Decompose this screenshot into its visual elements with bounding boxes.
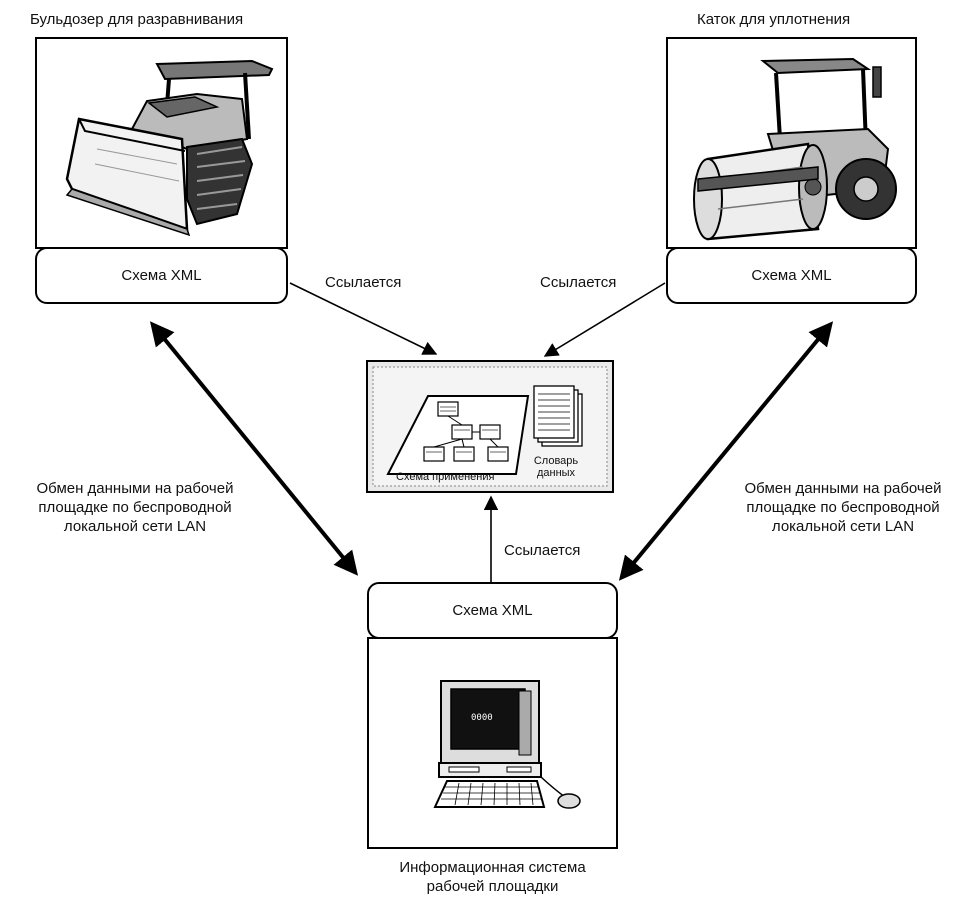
bulldozer-title: Бульдозер для разравнивания bbox=[30, 11, 244, 28]
roller-icon bbox=[693, 57, 897, 241]
roller-title: Каток для уплотнения bbox=[697, 11, 851, 28]
schema-illustration bbox=[372, 366, 608, 487]
exchange-right-line3: локальной сети LAN bbox=[771, 518, 915, 535]
ref-arrow-left bbox=[289, 282, 438, 355]
ref-label-left: Ссылается bbox=[325, 274, 402, 291]
site-system-caption-line2: рабочей площадки bbox=[426, 878, 559, 895]
bulldozer-xml-schema-box: Схема XML bbox=[35, 247, 288, 304]
exchange-left-line3: локальной сети LAN bbox=[63, 518, 207, 535]
ref-label-right: Ссылается bbox=[540, 274, 617, 291]
ref-label-bottom: Ссылается bbox=[504, 542, 581, 559]
exchange-arrow-left bbox=[149, 321, 359, 576]
site-system-caption: Информационная система рабочей площадки bbox=[357, 858, 628, 896]
exchange-label-right: Обмен данными на рабочей площадке по бес… bbox=[712, 479, 974, 536]
exchange-right-line1: Обмен данными на рабочей bbox=[744, 480, 942, 497]
site-xml-schema-box: Схема XML bbox=[367, 582, 618, 639]
bulldozer-image-frame bbox=[35, 37, 288, 249]
exchange-left-line1: Обмен данными на рабочей bbox=[36, 480, 234, 497]
bulldozer-icon bbox=[65, 59, 274, 237]
roller-image-frame bbox=[666, 37, 917, 249]
computer-icon bbox=[433, 680, 581, 809]
application-schema-label: Схема применения bbox=[396, 471, 495, 483]
site-xml-label: Схема XML bbox=[452, 602, 533, 619]
site-computer-frame: 0000 bbox=[367, 637, 618, 849]
data-dictionary-label-line1: Словарь bbox=[533, 455, 579, 467]
data-dictionary-label: Словарь данных bbox=[528, 455, 584, 479]
exchange-arrow-right bbox=[618, 321, 834, 581]
bulldozer-xml-label: Схема XML bbox=[121, 267, 202, 284]
roller-xml-label: Схема XML bbox=[751, 267, 832, 284]
roller-xml-schema-box: Схема XML bbox=[666, 247, 917, 304]
ref-arrow-right bbox=[543, 282, 666, 357]
site-system-caption-line1: Информационная система bbox=[399, 859, 586, 876]
monitor-screen-text: 0000 bbox=[471, 713, 493, 723]
data-dictionary-label-line2: данных bbox=[536, 467, 576, 479]
exchange-right-line2: площадке по беспроводной bbox=[746, 499, 940, 516]
exchange-left-line2: площадке по беспроводной bbox=[38, 499, 232, 516]
exchange-label-left: Обмен данными на рабочей площадке по бес… bbox=[0, 479, 270, 536]
application-schema-panel: Схема применения Словарь данных bbox=[366, 360, 614, 493]
